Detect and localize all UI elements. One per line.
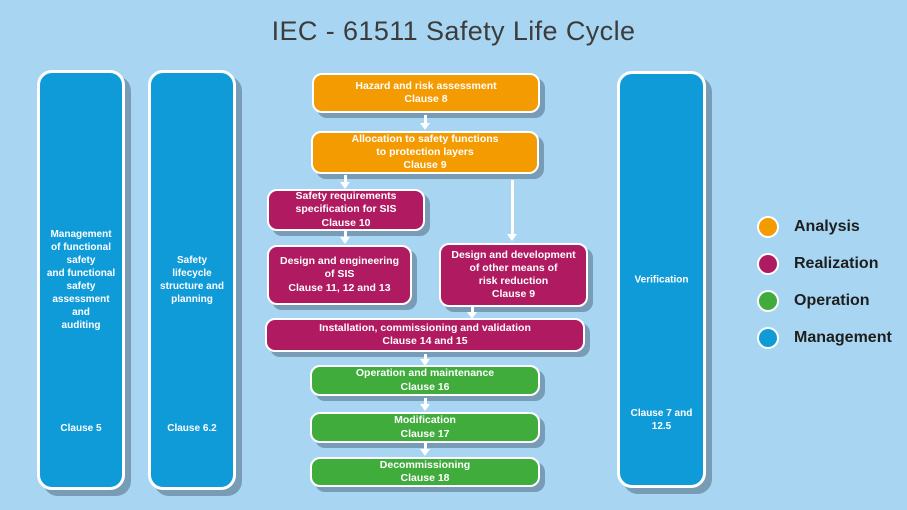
realization-swatch-icon <box>757 252 779 275</box>
flow-arrow-requirements-to-design <box>340 231 351 244</box>
pillar-label: Verification <box>634 274 689 285</box>
box-label: Allocation to safety functions to protec… <box>351 132 499 158</box>
flow-box-design-and-engineering-of-sis: Design and engineering of SIS Clause 11,… <box>267 245 412 305</box>
flow-arrow-allocation-to-requirements <box>340 175 351 189</box>
box-label: Safety requirements specification for SI… <box>295 190 397 216</box>
pillar-safety-lifecycle-planning: Safety lifecycle structure and planning … <box>148 70 236 490</box>
legend-label: Realization <box>794 254 879 272</box>
legend-label: Management <box>794 328 892 346</box>
flow-box-modification: Modification Clause 17 <box>310 412 540 443</box>
flow-arrow-installation-to-operation <box>420 354 431 366</box>
box-label: Operation and maintenance <box>355 367 495 380</box>
flow-arrow-modification-to-decommissioning <box>420 443 431 456</box>
page-title: IEC - 61511 Safety Life Cycle <box>271 16 636 46</box>
box-clause: Clause 9 <box>491 288 536 301</box>
pillar-label: Management of functional safety and func… <box>46 229 116 331</box>
box-clause: Clause 8 <box>404 93 448 105</box>
box-label: Installation, commissioning and validati… <box>319 321 531 334</box>
box-clause: Clause 11, 12 and 13 <box>288 281 391 294</box>
pillar-management-of-functional-safety: Management of functional safety and func… <box>37 70 125 490</box>
pillar-clause: Clause 6.2 <box>167 423 217 434</box>
analysis-swatch-icon <box>757 215 779 238</box>
pillar-label: Safety lifecycle structure and planning <box>160 255 224 305</box>
pillar-clause: Clause 5 <box>60 423 102 434</box>
legend-item-management: Management <box>757 325 892 350</box>
legend: Analysis Realization Operation Managemen… <box>757 214 892 362</box>
flow-box-allocation-to-safety-functions: Allocation to safety functions to protec… <box>311 131 539 174</box>
management-swatch-icon <box>757 326 779 349</box>
flow-arrow-hazard-to-allocation <box>420 115 431 130</box>
flow-box-installation-commissioning-validation: Installation, commissioning and validati… <box>265 318 585 352</box>
flow-box-decommissioning: Decommissioning Clause 18 <box>310 457 540 487</box>
box-clause: Clause 17 <box>400 427 450 440</box>
legend-item-operation: Operation <box>757 288 892 313</box>
box-clause: Clause 18 <box>400 472 450 484</box>
box-label: Design and development of other means of… <box>451 248 576 287</box>
flow-arrow-other-means-to-installation <box>467 307 478 319</box>
pillar-verification: Verification Clause 7 and 12.5 <box>617 71 706 488</box>
flow-box-hazard-and-risk-assessment: Hazard and risk assessment Clause 8 <box>312 73 540 113</box>
box-label: Decommissioning <box>379 458 471 471</box>
operation-swatch-icon <box>757 289 779 312</box>
flow-box-safety-requirements-specification: Safety requirements specification for SI… <box>267 189 425 231</box>
box-label: Design and engineering of SIS <box>279 255 400 281</box>
flow-arrow-operation-to-modification <box>420 398 431 411</box>
legend-item-analysis: Analysis <box>757 214 892 239</box>
legend-item-realization: Realization <box>757 251 892 276</box>
box-clause: Clause 16 <box>400 380 450 393</box>
flow-box-design-other-means-risk-reduction: Design and development of other means of… <box>439 243 588 307</box>
box-clause: Clause 14 and 15 <box>382 335 468 347</box>
flow-arrow-allocation-to-other-means <box>507 180 518 241</box>
pillar-clause: Clause 7 and 12.5 <box>630 408 693 432</box>
legend-label: Analysis <box>794 217 860 235</box>
box-label: Modification <box>394 414 456 427</box>
flow-box-operation-and-maintenance: Operation and maintenance Clause 16 <box>310 365 540 396</box>
box-clause: Clause 9 <box>403 159 447 172</box>
box-label: Hazard and risk assessment <box>355 79 497 92</box>
legend-label: Operation <box>794 291 870 309</box>
box-clause: Clause 10 <box>321 216 371 229</box>
